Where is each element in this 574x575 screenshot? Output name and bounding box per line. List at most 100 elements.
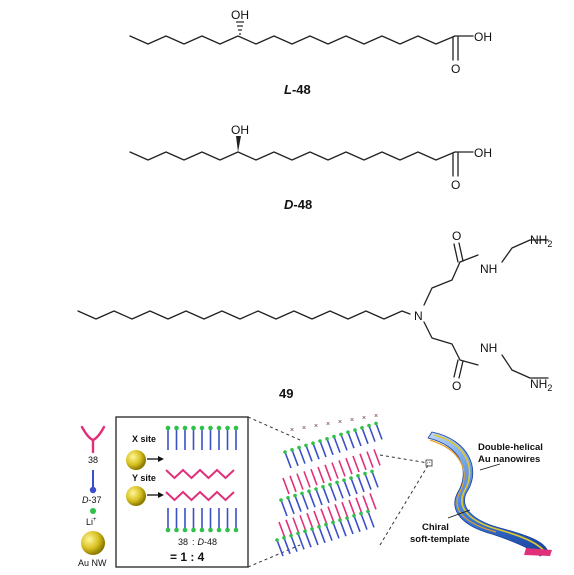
template-pointer — [447, 509, 471, 519]
stack-chain — [297, 533, 305, 550]
structure-d48: OH OH O D-48 — [129, 123, 492, 212]
d48-label: D-48 — [284, 197, 312, 212]
c49-label: 49 — [279, 386, 293, 401]
stack-chain — [352, 455, 360, 473]
stack-top-mark: × — [338, 419, 342, 426]
stack-chain — [338, 460, 346, 477]
structure-l48: OH OH O L-48 — [129, 8, 492, 97]
gold-nanowire-icon — [81, 531, 105, 555]
c49-nh2-bottom: NH2 — [530, 377, 552, 393]
li-ion — [225, 527, 230, 533]
stack-chain — [347, 431, 355, 449]
double-helical-line2: Au nanowires — [478, 454, 540, 465]
c49-lower-ethyl — [501, 354, 549, 379]
stack-chain — [341, 501, 349, 519]
stack-chain — [331, 462, 339, 479]
stack-li-ion — [338, 518, 342, 522]
l48-hash-bond — [236, 21, 244, 35]
li-ion — [199, 527, 205, 533]
stack-chain — [308, 490, 316, 508]
stack-li-ion — [324, 522, 328, 527]
y-site-gold-icon — [126, 486, 146, 506]
stack-chain — [294, 495, 302, 512]
li-ion — [165, 425, 171, 431]
c49-nitrogen: N — [414, 309, 423, 323]
li-ion — [174, 425, 179, 431]
c49-upper-co-b — [458, 242, 464, 262]
ratio-header: 38:D-48 — [178, 537, 217, 547]
ratio-value: = 1 : 4 — [170, 550, 205, 564]
li-ion — [182, 425, 188, 431]
stack-li-ion — [353, 428, 357, 432]
l48-acid-oh: OH — [474, 30, 492, 44]
stack-chain — [369, 493, 377, 510]
stack-chain — [299, 515, 307, 532]
stack-chain — [291, 449, 299, 467]
stack-li-ion — [289, 533, 293, 538]
li-ion — [191, 527, 196, 533]
stack-chain — [311, 528, 319, 546]
li-ion — [191, 425, 196, 431]
ribbon-end-pink — [524, 548, 552, 556]
au-nanowire-strand-b — [429, 439, 497, 533]
stack-top-mark: × — [314, 423, 318, 430]
d48-hydroxyl: OH — [231, 123, 249, 137]
au-nanowire-strand-a — [433, 434, 547, 554]
li-ion — [208, 527, 213, 533]
li-ion — [216, 425, 222, 431]
c49-o-bottom: O — [452, 379, 461, 393]
li-ion-icon — [90, 508, 96, 514]
stack-li-ion — [335, 480, 339, 485]
stack-li-ion — [360, 426, 364, 430]
stacked-assembly: ×××××××× — [275, 413, 383, 557]
x-site-label: X site — [132, 434, 156, 444]
stack-chain — [276, 539, 284, 557]
stack-li-ion — [366, 509, 370, 514]
stack-chain — [298, 447, 306, 464]
stack-li-ion — [307, 489, 311, 494]
stack-chain — [313, 510, 321, 528]
packing-inset: X site Y site 38:D-48 = 1 : 4 — [115, 416, 249, 568]
stack-li-ion — [282, 536, 286, 540]
stack-chain — [326, 438, 334, 456]
stack-li-ion — [321, 485, 325, 489]
stack-chain — [355, 497, 363, 515]
double-helical-line1: Double-helical — [478, 442, 543, 453]
stack-li-ion — [370, 469, 374, 474]
l48-carbon-chain — [129, 35, 456, 45]
stack-chain — [315, 488, 323, 506]
stack-chain — [357, 475, 365, 493]
d48-wedge-bond — [236, 136, 241, 152]
c49-upper-ethyl — [501, 239, 549, 263]
stack-li-ion — [359, 511, 363, 516]
stack-top-mark: × — [302, 425, 306, 432]
stack-li-ion — [367, 423, 371, 428]
stack-li-ion — [290, 448, 294, 452]
stack-li-ion — [296, 531, 300, 536]
inset-molecular-layers — [165, 425, 239, 533]
y-site-label: Y site — [132, 473, 156, 483]
stack-chain — [327, 506, 335, 523]
stack-chain — [285, 519, 293, 537]
stack-li-ion — [332, 434, 336, 439]
stack-chain — [322, 486, 330, 504]
stack-chain — [354, 429, 362, 447]
stack-chain — [282, 477, 290, 495]
li-ion — [199, 425, 205, 431]
l48-carbonyl-o: O — [451, 62, 460, 76]
stack-top-mark: × — [362, 415, 366, 422]
legend-au: Au NW — [78, 558, 107, 568]
stack-chain — [324, 464, 332, 482]
c49-nh2-top: NH2 — [530, 233, 552, 249]
stack-chain — [303, 471, 311, 488]
stack-chain — [289, 475, 297, 493]
stack-chain — [366, 451, 374, 468]
stack-chain — [362, 495, 370, 512]
li-ion — [225, 425, 230, 431]
stack-chain — [318, 526, 326, 544]
stack-chain — [290, 535, 298, 552]
stack-chain — [305, 445, 313, 462]
stack-chain — [325, 524, 333, 541]
li-ion — [174, 527, 179, 533]
